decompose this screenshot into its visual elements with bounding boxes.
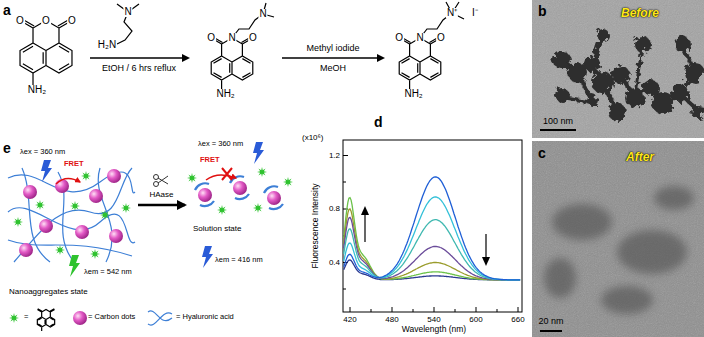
panel-letter: d bbox=[374, 114, 383, 130]
fret-arrow bbox=[56, 178, 80, 184]
molecule-structure bbox=[20, 19, 72, 85]
fret-label: FRET bbox=[64, 160, 84, 169]
enzyme-label: HAase bbox=[148, 190, 174, 199]
panel-letter: b bbox=[538, 3, 547, 19]
scale-label: 20 nm bbox=[538, 316, 563, 326]
tick-label: 0.8 bbox=[329, 204, 340, 213]
atom-label: N bbox=[227, 33, 236, 43]
reaction-arrow bbox=[282, 57, 378, 59]
counter-ion: I⁻ bbox=[471, 8, 479, 18]
trend-arrows bbox=[361, 206, 490, 266]
legend-sample bbox=[9, 313, 19, 323]
atom-label: NH₂ bbox=[215, 89, 235, 99]
axis-multiplier: (x10⁶) bbox=[302, 133, 324, 142]
tem-grain bbox=[532, 0, 704, 138]
axis-title: Wavelength (nm) bbox=[402, 325, 466, 335]
atom-label: NH₂ bbox=[27, 85, 47, 95]
legend-text: = Hyaluronic acid bbox=[176, 313, 234, 322]
wavelength-note: λem = 416 nm bbox=[215, 256, 263, 265]
axis-title: Fluorescence Intensity bbox=[311, 183, 321, 268]
spectrum-curve bbox=[344, 177, 520, 280]
tick-label: 0.4 bbox=[329, 258, 340, 267]
spectrum-curve bbox=[344, 220, 520, 280]
atom-label: H₂N bbox=[97, 40, 117, 50]
atom-label: O bbox=[394, 33, 404, 43]
panel-letter: e bbox=[3, 140, 11, 156]
wavelength-note: λex = 360 nm bbox=[20, 148, 65, 157]
scale-bar bbox=[540, 330, 562, 332]
tem-images bbox=[532, 0, 704, 337]
blocked-mark bbox=[222, 168, 232, 180]
carbon-dots bbox=[198, 181, 281, 205]
tick-label: 1.2 bbox=[329, 151, 340, 160]
carbon-dots bbox=[19, 169, 123, 257]
image-title: After bbox=[626, 151, 654, 165]
atom-label: O bbox=[67, 16, 77, 26]
atom-label: O bbox=[15, 16, 25, 26]
legend-sample bbox=[148, 311, 172, 325]
legend-text: = Carbon dots bbox=[88, 313, 135, 322]
state-caption: Solution state bbox=[193, 224, 241, 233]
reaction-condition: MeOH bbox=[320, 63, 346, 73]
reagent-structure bbox=[117, 4, 139, 44]
atom-label: O bbox=[206, 33, 216, 43]
tem-background bbox=[532, 141, 704, 337]
tick-label: 420 bbox=[343, 315, 356, 324]
arrow-head bbox=[182, 54, 190, 62]
hyaluronic-fragments bbox=[195, 176, 283, 209]
molecule-structure bbox=[211, 36, 253, 89]
probe-molecules bbox=[187, 167, 293, 215]
reaction-condition: EtOH / 6 hrs reflux bbox=[102, 63, 176, 73]
spectrum-curve bbox=[344, 197, 520, 280]
nanoaggregates bbox=[551, 26, 703, 119]
dispersed-particles bbox=[544, 186, 694, 314]
legend-text: = bbox=[24, 313, 28, 322]
atom-label: NH₂ bbox=[403, 89, 423, 99]
spectrum-curve bbox=[344, 209, 520, 280]
atom-label: N⁺ bbox=[446, 8, 458, 18]
plot-frame bbox=[343, 140, 522, 312]
tick-label: 600 bbox=[469, 315, 482, 324]
tick-label: 480 bbox=[385, 315, 398, 324]
hyaluronic-acid bbox=[8, 168, 135, 262]
axis-ticks bbox=[343, 156, 518, 313]
atom-label: N bbox=[123, 7, 132, 17]
tick-label: 540 bbox=[427, 315, 440, 324]
state-caption: Nanoaggregates state bbox=[9, 287, 88, 296]
emission-bolt bbox=[202, 246, 213, 268]
molecule-structure bbox=[399, 36, 441, 89]
fret-label: FRET bbox=[200, 156, 220, 165]
scale-bar bbox=[540, 129, 576, 131]
scissors-icon bbox=[154, 175, 169, 187]
spectrum-curve bbox=[344, 217, 520, 280]
wavelength-note: λex = 360 nm bbox=[198, 140, 243, 149]
excitation-bolt bbox=[253, 142, 264, 164]
tem-background bbox=[532, 0, 704, 138]
process-arrow bbox=[138, 204, 185, 207]
state-region: Nanoaggregates state bbox=[3, 160, 138, 298]
atom-label: N bbox=[258, 9, 267, 19]
reaction-condition: Methyl iodide bbox=[306, 43, 359, 53]
image-title: Before bbox=[621, 7, 659, 21]
atom-label: O bbox=[436, 33, 446, 43]
atom-label: O bbox=[41, 16, 51, 26]
arrow-head bbox=[377, 54, 385, 62]
atom-label: O bbox=[248, 33, 258, 43]
scale-label: 100 nm bbox=[543, 116, 573, 126]
panel-letter: a bbox=[3, 2, 11, 18]
legend-structure bbox=[37, 309, 54, 331]
tem-grain bbox=[532, 141, 704, 337]
spectrum-curve bbox=[344, 198, 520, 280]
probe-molecules bbox=[13, 171, 131, 259]
legend-sample bbox=[73, 311, 87, 325]
excitation-bolt bbox=[41, 160, 52, 182]
emission-bolt bbox=[69, 255, 80, 277]
atom-label: N bbox=[415, 33, 424, 43]
reaction-arrow bbox=[90, 57, 183, 59]
wavelength-note: λem = 542 nm bbox=[84, 268, 132, 277]
panel-letter: c bbox=[538, 145, 546, 161]
tick-label: 660 bbox=[511, 315, 524, 324]
state-region: Solution state bbox=[185, 168, 294, 236]
